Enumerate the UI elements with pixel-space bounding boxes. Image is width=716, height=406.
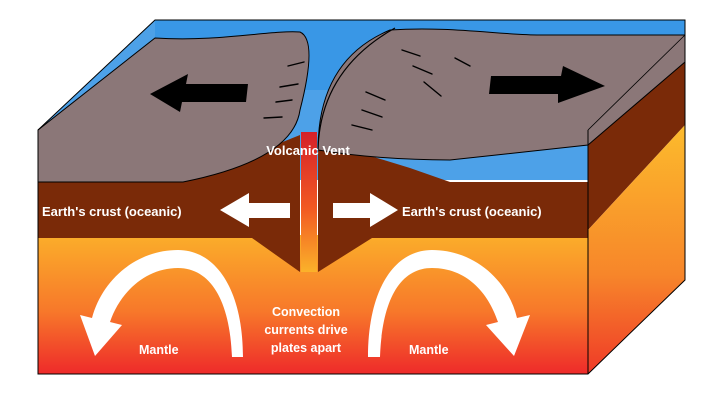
crust-side <box>588 62 685 230</box>
right-plate-ridge <box>317 27 396 151</box>
mantle-label-left: Mantle <box>139 343 179 357</box>
curved-arrow-down-right-icon <box>368 250 530 357</box>
convection-label-line1: Convection <box>272 305 340 319</box>
volcanic-vent-label: Volcanic Vent <box>266 143 350 158</box>
ridge-cracks-left <box>263 61 305 119</box>
magma-vent <box>301 132 317 272</box>
convection-label-line2: currents drive <box>264 323 347 337</box>
crust-front-left <box>38 135 300 272</box>
block-outline <box>37 19 686 375</box>
arrow-left-crust-icon <box>220 193 290 227</box>
block-top-edge <box>587 34 686 131</box>
ridge-cracks-right <box>351 49 471 131</box>
mantle-side <box>588 125 685 374</box>
arrow-left-icon <box>150 74 248 112</box>
right-plate-top <box>317 28 686 161</box>
crust-label-left: Earth's crust (oceanic) <box>42 204 182 219</box>
mantle-label-right: Mantle <box>409 343 449 357</box>
crust-front-right <box>318 140 588 272</box>
arrow-right-icon <box>489 66 605 103</box>
convection-label-line3: plates apart <box>271 341 342 355</box>
curved-arrow-down-left-icon <box>80 250 243 357</box>
arrow-right-crust-icon <box>333 193 398 227</box>
crust-label-right: Earth's crust (oceanic) <box>402 204 542 219</box>
